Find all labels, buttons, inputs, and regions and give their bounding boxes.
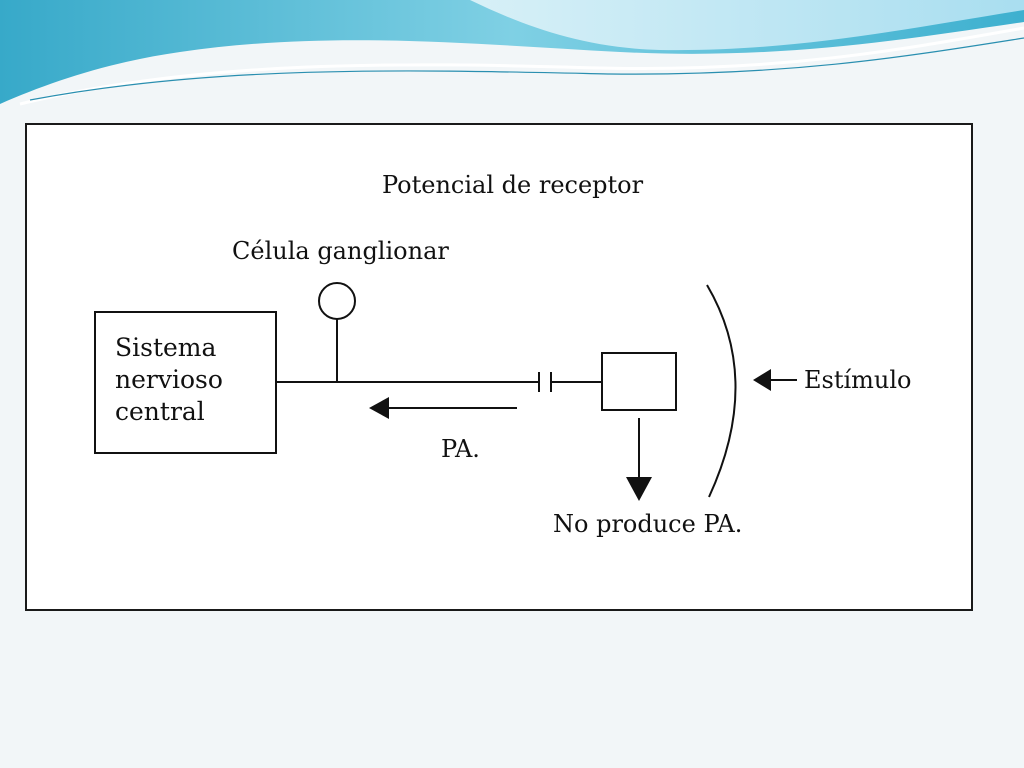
diagram-drawing [94, 282, 797, 501]
no-pa-arrow-head [626, 477, 652, 501]
pa-label: PA. [441, 435, 480, 463]
receptor-box [601, 352, 677, 411]
no-pa-label: No produce PA. [553, 510, 743, 538]
cns-label: Sistema nervioso central [115, 333, 223, 426]
pa-arrow-head [369, 397, 389, 419]
ganglion-cell-body [318, 282, 356, 320]
ganglion-cell-label: Célula ganglionar [232, 237, 449, 265]
stimulus-label: Estímulo [804, 366, 912, 394]
stimulus-boundary-curve [706, 284, 737, 498]
diagram-frame: Potencial de receptor Célula ganglionar … [25, 123, 973, 611]
diagram-title: Potencial de receptor [382, 171, 644, 199]
stimulus-arrow-head [753, 369, 771, 391]
